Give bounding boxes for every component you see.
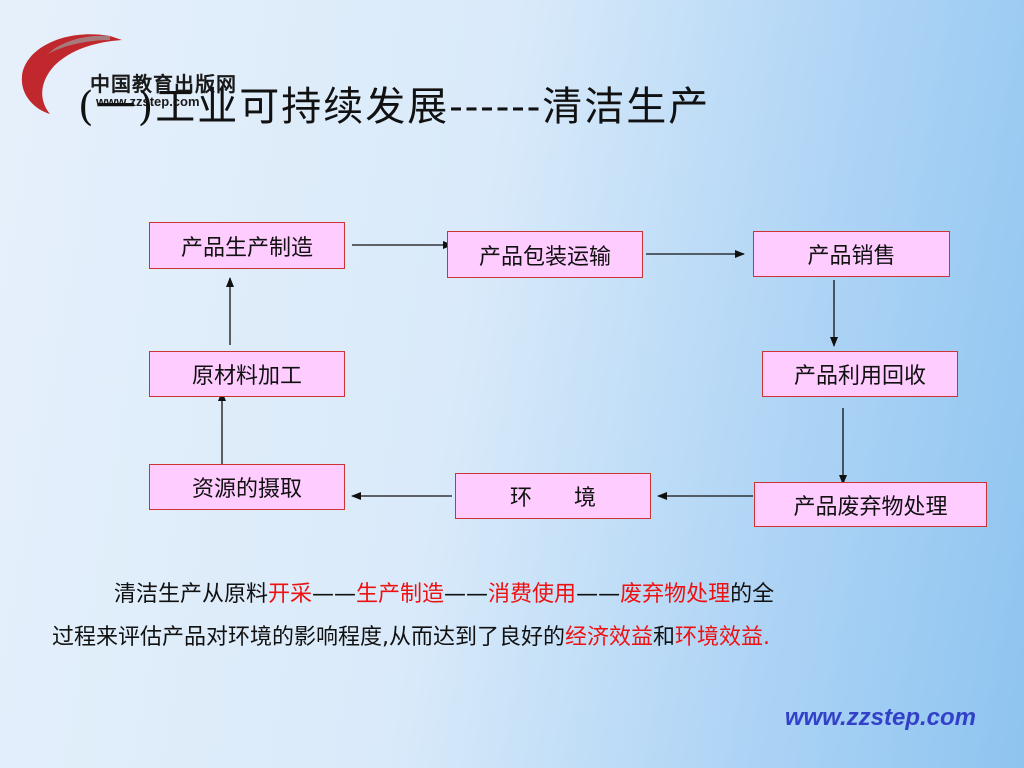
logo-url: www.zzstep.com (96, 94, 200, 109)
box-raw-material-processing: 原材料加工 (149, 351, 345, 397)
box-waste-treatment: 产品废弃物处理 (754, 482, 987, 527)
box-product-recycling: 产品利用回收 (762, 351, 958, 397)
swoosh-logo-icon (21, 34, 122, 114)
description-line-2: 过程来评估产品对环境的影响程度,从而达到了良好的经济效益和环境效益. (52, 625, 771, 650)
slide-title: (一)工业可持续发展------清洁生产 (78, 84, 711, 130)
box-product-manufacture: 产品生产制造 (149, 222, 345, 269)
publisher-logo: 中国教育出版网 www.zzstep.com (10, 18, 250, 128)
footer-website-link[interactable]: www.zzstep.com (784, 704, 976, 731)
logo-name: 中国教育出版网 (90, 72, 237, 96)
box-product-packaging: 产品包装运输 (447, 231, 643, 278)
description-line-1: 清洁生产从原料开采——生产制造——消费使用——废弃物处理的全 (114, 582, 775, 607)
box-resource-extraction: 资源的摄取 (149, 464, 345, 510)
box-environment: 环 境 (455, 473, 651, 519)
box-product-sales: 产品销售 (753, 231, 950, 277)
